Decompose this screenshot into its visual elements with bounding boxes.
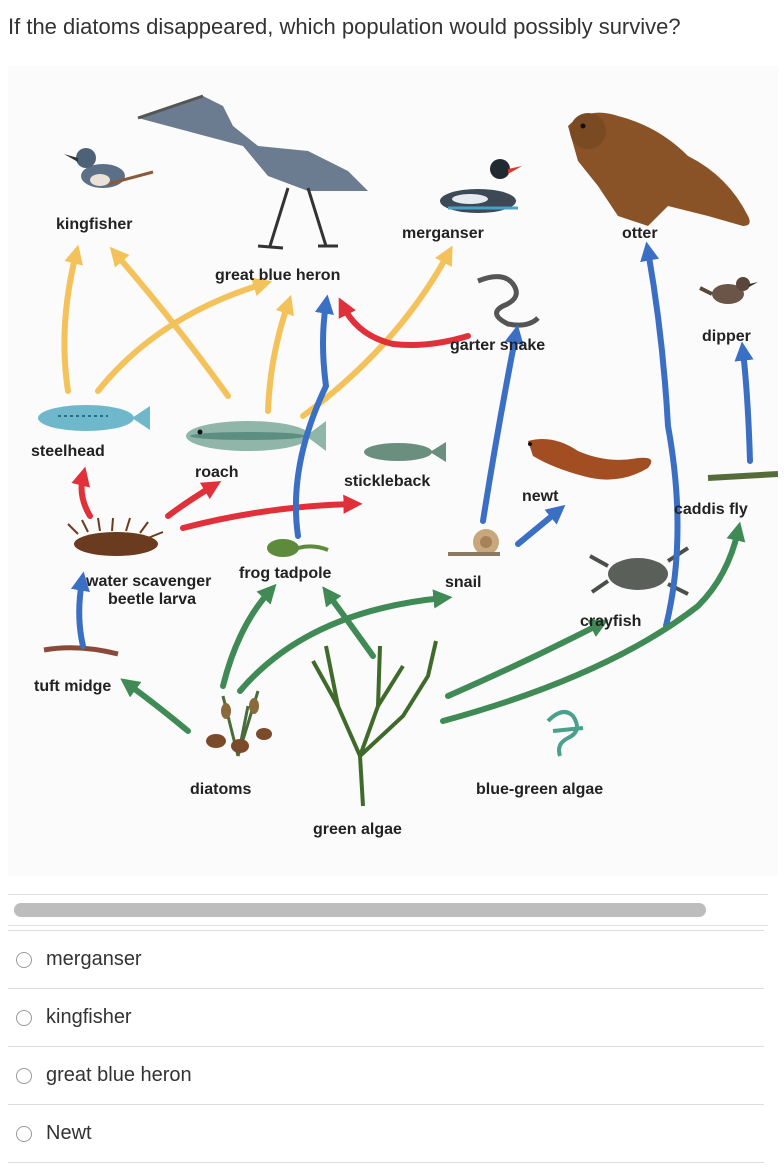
label-roach: roach: [195, 464, 239, 481]
tuft-midge-illustration: [43, 645, 119, 657]
label-newt: newt: [522, 488, 559, 505]
water-scavenger-beetle-larva-illustration: [67, 517, 164, 556]
green-arrows: [120, 521, 746, 734]
diatoms-illustration: [206, 690, 272, 757]
option-great-blue-heron[interactable]: great blue heron: [8, 1046, 764, 1104]
radio-button[interactable]: [16, 1067, 32, 1084]
option-label: great blue heron: [46, 1064, 192, 1086]
food-web-diagram: kingfisher great blue heron merganser ot…: [8, 66, 778, 876]
roach-illustration: [186, 421, 326, 451]
horizontal-scrollbar[interactable]: [8, 894, 768, 926]
food-web-svg: kingfisher great blue heron merganser ot…: [8, 66, 778, 876]
red-arrows: [71, 297, 471, 531]
label-snail: snail: [445, 574, 481, 591]
frog-tadpole-illustration: [267, 539, 329, 557]
label-kingfisher: kingfisher: [56, 216, 132, 233]
label-diatoms: diatoms: [190, 781, 251, 798]
answer-options: merganser kingfisher great blue heron Ne…: [8, 930, 764, 1163]
label-crayfish: crayfish: [580, 613, 641, 630]
label-caddis-fly: caddis fly: [674, 501, 748, 518]
label-frog-tadpole: frog tadpole: [239, 565, 332, 582]
label-merganser: merganser: [402, 225, 484, 242]
label-tuft-midge: tuft midge: [34, 678, 111, 695]
label-garter-snake: garter snake: [450, 337, 545, 354]
radio-button[interactable]: [16, 951, 32, 968]
blue-arrows: [70, 241, 754, 649]
label-blue-green-algae: blue-green algae: [476, 781, 603, 798]
option-merganser[interactable]: merganser: [8, 930, 764, 988]
label-great-blue-heron: great blue heron: [215, 267, 340, 284]
crayfish-illustration: [589, 546, 690, 596]
label-stickleback: stickleback: [344, 473, 430, 490]
great-blue-heron-illustration: [137, 94, 368, 250]
steelhead-illustration: [38, 405, 150, 431]
radio-button[interactable]: [16, 1125, 32, 1142]
scrollbar-thumb[interactable]: [14, 903, 706, 917]
merganser-illustration: [440, 159, 522, 213]
option-kingfisher[interactable]: kingfisher: [8, 988, 764, 1046]
label-steelhead: steelhead: [31, 443, 105, 460]
label-green-algae: green algae: [313, 821, 402, 838]
snail-illustration: [448, 529, 500, 556]
blue-green-algae-illustration: [546, 710, 584, 757]
green-algae-illustration: [311, 640, 438, 807]
option-label: merganser: [46, 948, 142, 970]
label-water-scavenger: water scavenger: [85, 573, 211, 590]
option-newt[interactable]: Newt: [8, 1104, 764, 1163]
radio-button[interactable]: [16, 1009, 32, 1026]
question-text: If the diatoms disappeared, which popula…: [8, 14, 681, 39]
otter-illustration: [568, 112, 750, 226]
stickleback-illustration: [364, 442, 446, 462]
label-beetle-larva: beetle larva: [108, 591, 196, 608]
label-dipper: dipper: [702, 328, 751, 345]
newt-illustration: [528, 438, 652, 480]
caddis-fly-illustration: [707, 471, 778, 481]
dipper-illustration: [699, 277, 758, 304]
kingfisher-illustration: [64, 148, 154, 188]
option-label: Newt: [46, 1122, 92, 1144]
option-label: kingfisher: [46, 1006, 132, 1028]
label-otter: otter: [622, 225, 658, 242]
